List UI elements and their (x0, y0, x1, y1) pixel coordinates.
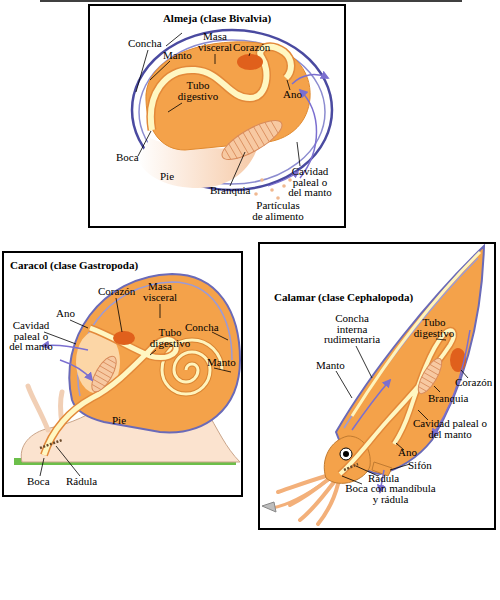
water-arrow (292, 75, 328, 84)
part-label: Concha (185, 322, 219, 333)
snail-drawing (14, 274, 240, 476)
part-label: Masa visceral (194, 31, 236, 52)
part-label: Pie (160, 171, 174, 182)
gut-tube (151, 47, 291, 130)
leader-lines (336, 339, 468, 484)
part-label: Ano (398, 447, 417, 458)
panel-title: Calamar (clase Cephalopoda) (274, 291, 484, 303)
head-shape (324, 436, 370, 483)
eye-pupil (343, 451, 349, 457)
radula-shape (40, 440, 62, 448)
water-arrow (60, 360, 92, 380)
part-label: Rádula (66, 476, 97, 487)
part-label: Ano (283, 89, 302, 100)
part-label: Tubo digestivo (410, 317, 458, 338)
part-label: Concha (128, 38, 162, 49)
food-particles (254, 178, 292, 200)
part-label: Corazón (98, 286, 135, 297)
part-label: Manto (207, 357, 236, 368)
part-label: Sifón (408, 460, 432, 471)
part-label: Corazón (233, 42, 270, 53)
squid-drawing (262, 246, 484, 524)
gill-shape (414, 355, 446, 397)
part-label: Cavidad paleal o del manto (6, 320, 56, 352)
tentacle (28, 386, 48, 430)
gut-outline (151, 47, 291, 130)
part-label: Boca con mandíbula y rádula (343, 483, 438, 504)
heart-shape (113, 331, 135, 345)
heart-shape (237, 54, 263, 70)
part-label: Concha interna rudimentaria (322, 313, 382, 345)
part-label: Boca (116, 152, 139, 163)
top-rule (40, 0, 462, 2)
part-label: Branquia (428, 393, 468, 404)
part-label: Masa visceral (139, 281, 181, 302)
eye (340, 448, 352, 460)
water-arrow (300, 90, 317, 178)
panel-title: Caracol (clase Gastropoda) (10, 259, 235, 271)
part-label: Manto (316, 360, 345, 371)
part-label: Partículas de alimento (250, 200, 306, 221)
leader-lines (40, 298, 231, 476)
part-label: Manto (163, 50, 192, 61)
radula-shape (344, 464, 358, 470)
water-arrow (352, 380, 390, 430)
panel-title: Almeja (clase Bivalvia) (90, 12, 344, 24)
part-label: Ano (56, 308, 75, 319)
gill-shape (87, 353, 121, 396)
part-label: Tubo digestivo (174, 80, 222, 101)
part-label: Corazón (455, 377, 492, 388)
arm (278, 476, 326, 492)
leader-lines (136, 33, 300, 186)
part-label: Boca (27, 476, 50, 487)
visceral-mass (146, 42, 310, 150)
prey-fish (262, 502, 276, 512)
part-label: Rádula (368, 473, 399, 484)
part-label: Branquia (210, 185, 250, 196)
part-label: Pie (112, 415, 126, 426)
part-label: Cavidad paleal o del manto (285, 166, 335, 198)
gill-shape (217, 113, 287, 166)
arm (318, 484, 338, 524)
part-label: Cavidad paleal o del manto (410, 418, 490, 439)
tentacle (272, 480, 328, 508)
